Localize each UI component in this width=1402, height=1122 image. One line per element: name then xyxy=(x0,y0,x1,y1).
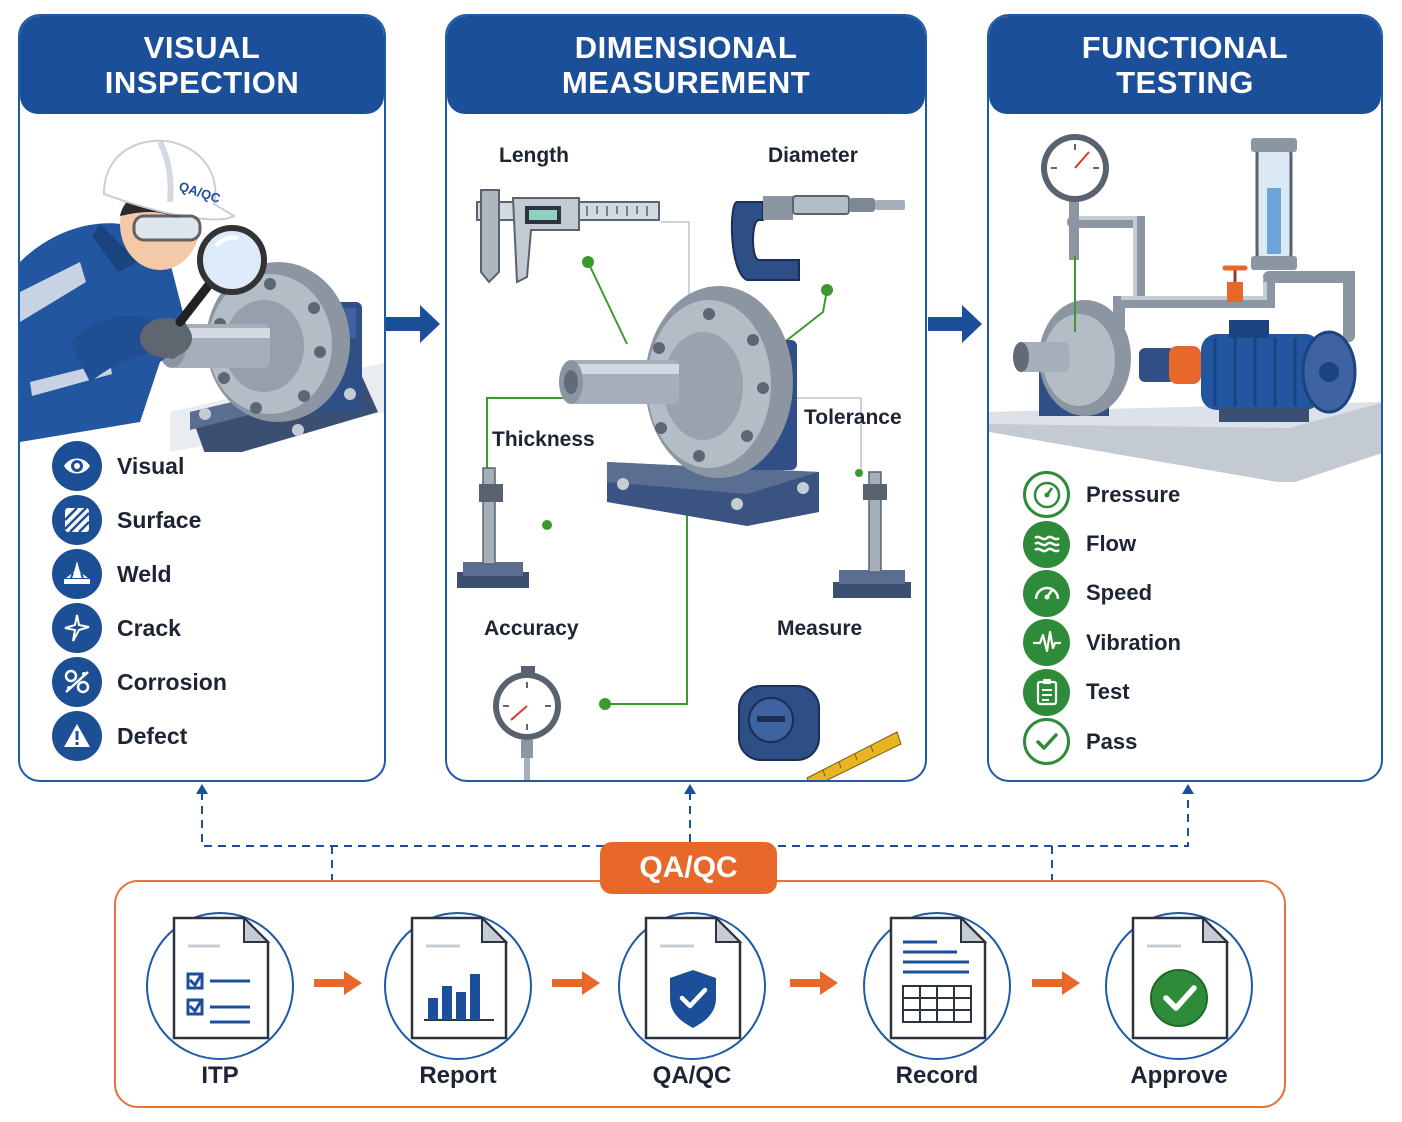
dimensional-measurement-header: DIMENSIONAL MEASUREMENT xyxy=(447,16,925,114)
eye-icon xyxy=(52,441,102,491)
list-item-pressure: Pressure xyxy=(1023,470,1181,519)
orange-arrow-right-icon xyxy=(314,971,362,995)
measure-label: Measure xyxy=(777,617,863,640)
list-item-surface: Surface xyxy=(52,493,227,547)
height-gauge-icon xyxy=(457,467,529,588)
dimensional-measurement-title-line2: MEASUREMENT xyxy=(561,65,811,100)
vibration-icon xyxy=(1023,619,1070,667)
measurement-illustration xyxy=(457,189,911,780)
inspector-illustration: QA/QC xyxy=(20,139,384,452)
flow-arrow-right-icon xyxy=(928,305,982,343)
approved-document-icon xyxy=(1131,915,1230,1040)
functional-testing-header: FUNCTIONAL TESTING xyxy=(989,16,1381,114)
tape-measure-icon xyxy=(738,685,902,780)
list-item-speed: Speed xyxy=(1023,569,1181,618)
table-document-icon xyxy=(889,915,988,1040)
accuracy-label: Accuracy xyxy=(484,617,579,640)
list-item-visual: Visual xyxy=(52,439,227,493)
pressure-gauge-icon xyxy=(1023,471,1070,519)
step-label: QA/QC xyxy=(652,1062,732,1089)
warning-icon xyxy=(52,711,102,761)
caliper-icon xyxy=(476,189,660,284)
workflow-step-record: Record xyxy=(857,912,1017,1102)
step-label: Approve xyxy=(1130,1062,1228,1089)
corrosion-icon xyxy=(52,657,102,707)
tolerance-gauge-icon xyxy=(833,471,911,598)
visual-inspection-header: VISUAL INSPECTION xyxy=(20,16,384,114)
test-rig-illustration xyxy=(989,134,1381,482)
list-item-pass: Pass xyxy=(1023,717,1181,766)
list-item-vibration: Vibration xyxy=(1023,618,1181,667)
flow-waves-icon xyxy=(1023,520,1070,568)
step-label: Record xyxy=(895,1062,979,1089)
micrometer-icon xyxy=(730,195,905,281)
dial-indicator-icon xyxy=(493,666,561,780)
flow-meter-icon xyxy=(1251,138,1297,270)
list-item-label: Surface xyxy=(117,506,202,533)
list-item-defect: Defect xyxy=(52,709,227,763)
workflow-step-approve: Approve xyxy=(1099,912,1259,1102)
list-item-label: Pressure xyxy=(1086,481,1181,507)
orange-arrow-right-icon xyxy=(1032,971,1080,995)
list-item-label: Corrosion xyxy=(117,668,227,695)
step-label: ITP xyxy=(201,1062,239,1089)
workflow-step-report: Report xyxy=(378,912,538,1102)
list-item-label: Flow xyxy=(1086,531,1137,557)
dimensional-measurement-panel: DIMENSIONAL MEASUREMENT xyxy=(445,14,927,782)
list-item-weld: Weld xyxy=(52,547,227,601)
orange-arrow-right-icon xyxy=(552,971,600,995)
functional-testing-title-line2: TESTING xyxy=(1116,65,1254,100)
functional-testing-list: Pressure Flow Speed Vibration Test xyxy=(1023,470,1181,766)
list-item-label: Visual xyxy=(117,452,185,479)
workflow-step-qaqc: QA/QC xyxy=(612,912,772,1102)
list-item-label: Defect xyxy=(117,722,188,749)
visual-inspection-list: Visual Surface Weld Crack Corrosion xyxy=(52,439,227,763)
orange-arrow-right-icon xyxy=(790,971,838,995)
visual-inspection-title-line2: INSPECTION xyxy=(104,65,300,100)
checkmark-icon xyxy=(1023,718,1070,766)
crack-icon xyxy=(52,603,102,653)
step-label: Report xyxy=(419,1062,497,1089)
list-item-crack: Crack xyxy=(52,601,227,655)
list-item-label: Crack xyxy=(117,614,181,641)
visual-inspection-title-line1: VISUAL xyxy=(143,30,261,65)
checklist-document-icon xyxy=(172,915,271,1040)
list-item-label: Test xyxy=(1086,679,1130,705)
tolerance-label: Tolerance xyxy=(804,406,902,429)
flow-arrow-right-icon xyxy=(386,305,440,343)
bar-chart-document-icon xyxy=(410,915,509,1040)
diameter-label: Diameter xyxy=(768,144,858,167)
weld-icon xyxy=(52,549,102,599)
visual-inspection-panel: VISUAL INSPECTION xyxy=(18,14,386,782)
list-item-corrosion: Corrosion xyxy=(52,655,227,709)
list-item-label: Weld xyxy=(117,560,172,587)
pump-assembly xyxy=(559,286,819,526)
list-item-test: Test xyxy=(1023,668,1181,717)
surface-hatch-icon xyxy=(52,495,102,545)
clipboard-icon xyxy=(1023,668,1070,716)
workflow-step-itp: ITP xyxy=(140,912,300,1102)
length-label: Length xyxy=(499,144,569,167)
qaqc-badge: QA/QC xyxy=(600,842,777,894)
list-item-label: Speed xyxy=(1086,580,1153,606)
electric-motor-icon xyxy=(1201,320,1357,422)
pressure-gauge-icon xyxy=(1041,134,1109,260)
dimensional-measurement-title-line1: DIMENSIONAL xyxy=(574,30,798,65)
list-item-label: Pass xyxy=(1086,728,1138,754)
thickness-label: Thickness xyxy=(492,428,595,451)
functional-testing-title-line1: FUNCTIONAL xyxy=(1081,30,1289,65)
list-item-flow: Flow xyxy=(1023,519,1181,568)
list-item-label: Vibration xyxy=(1086,629,1181,655)
shield-document-icon xyxy=(644,915,743,1040)
functional-testing-panel: FUNCTIONAL TESTING xyxy=(987,14,1383,782)
speedometer-icon xyxy=(1023,569,1070,617)
